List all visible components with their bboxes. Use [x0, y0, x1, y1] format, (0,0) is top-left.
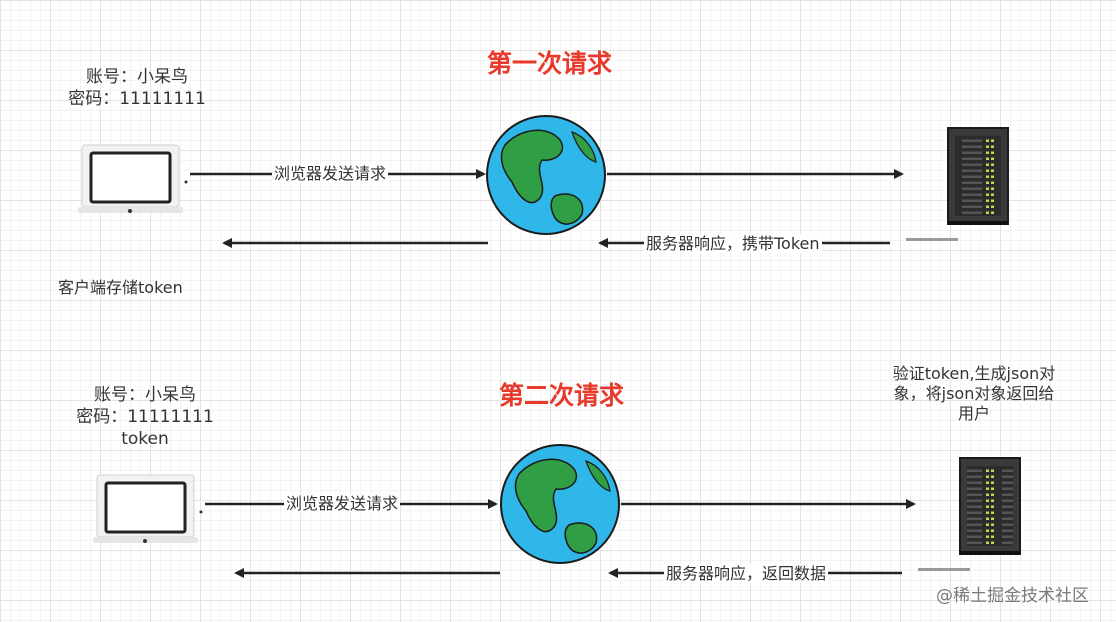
send-arrow-label: 浏览器发送请求	[284, 494, 401, 514]
password-line: 密码：11111111	[68, 89, 206, 109]
response-arrow-label: 服务器响应，携带Token	[644, 234, 822, 254]
client-store-label: 客户端存储token	[58, 278, 183, 297]
server-icon	[947, 127, 1009, 225]
credentials-block: 账号：小呆鸟 密码：11111111 token	[70, 384, 220, 450]
section-title: 第一次请求	[487, 49, 613, 78]
response-arrow-label: 服务器响应，返回数据	[664, 564, 829, 584]
laptop-icon	[78, 144, 188, 213]
server-icon	[959, 457, 1021, 555]
laptop-icon	[93, 474, 203, 543]
send-arrow-label: 浏览器发送请求	[272, 164, 389, 184]
server-caption-placeholder	[906, 238, 958, 241]
section-title: 第二次请求	[499, 381, 625, 410]
password-line: 密码：11111111	[76, 407, 214, 427]
token-line: token	[121, 429, 169, 449]
server-caption-placeholder	[918, 568, 970, 571]
account-line: 账号：小呆鸟	[94, 385, 196, 405]
globe-icon	[500, 444, 620, 564]
globe-icon	[486, 115, 606, 235]
account-line: 账号：小呆鸟	[86, 67, 188, 87]
server-verify-note: 验证token,生成json对象，将json对象返回给用户	[892, 364, 1056, 423]
watermark: @稀土掘金技术社区	[936, 586, 1089, 606]
credentials-block: 账号：小呆鸟 密码：11111111	[62, 66, 212, 110]
